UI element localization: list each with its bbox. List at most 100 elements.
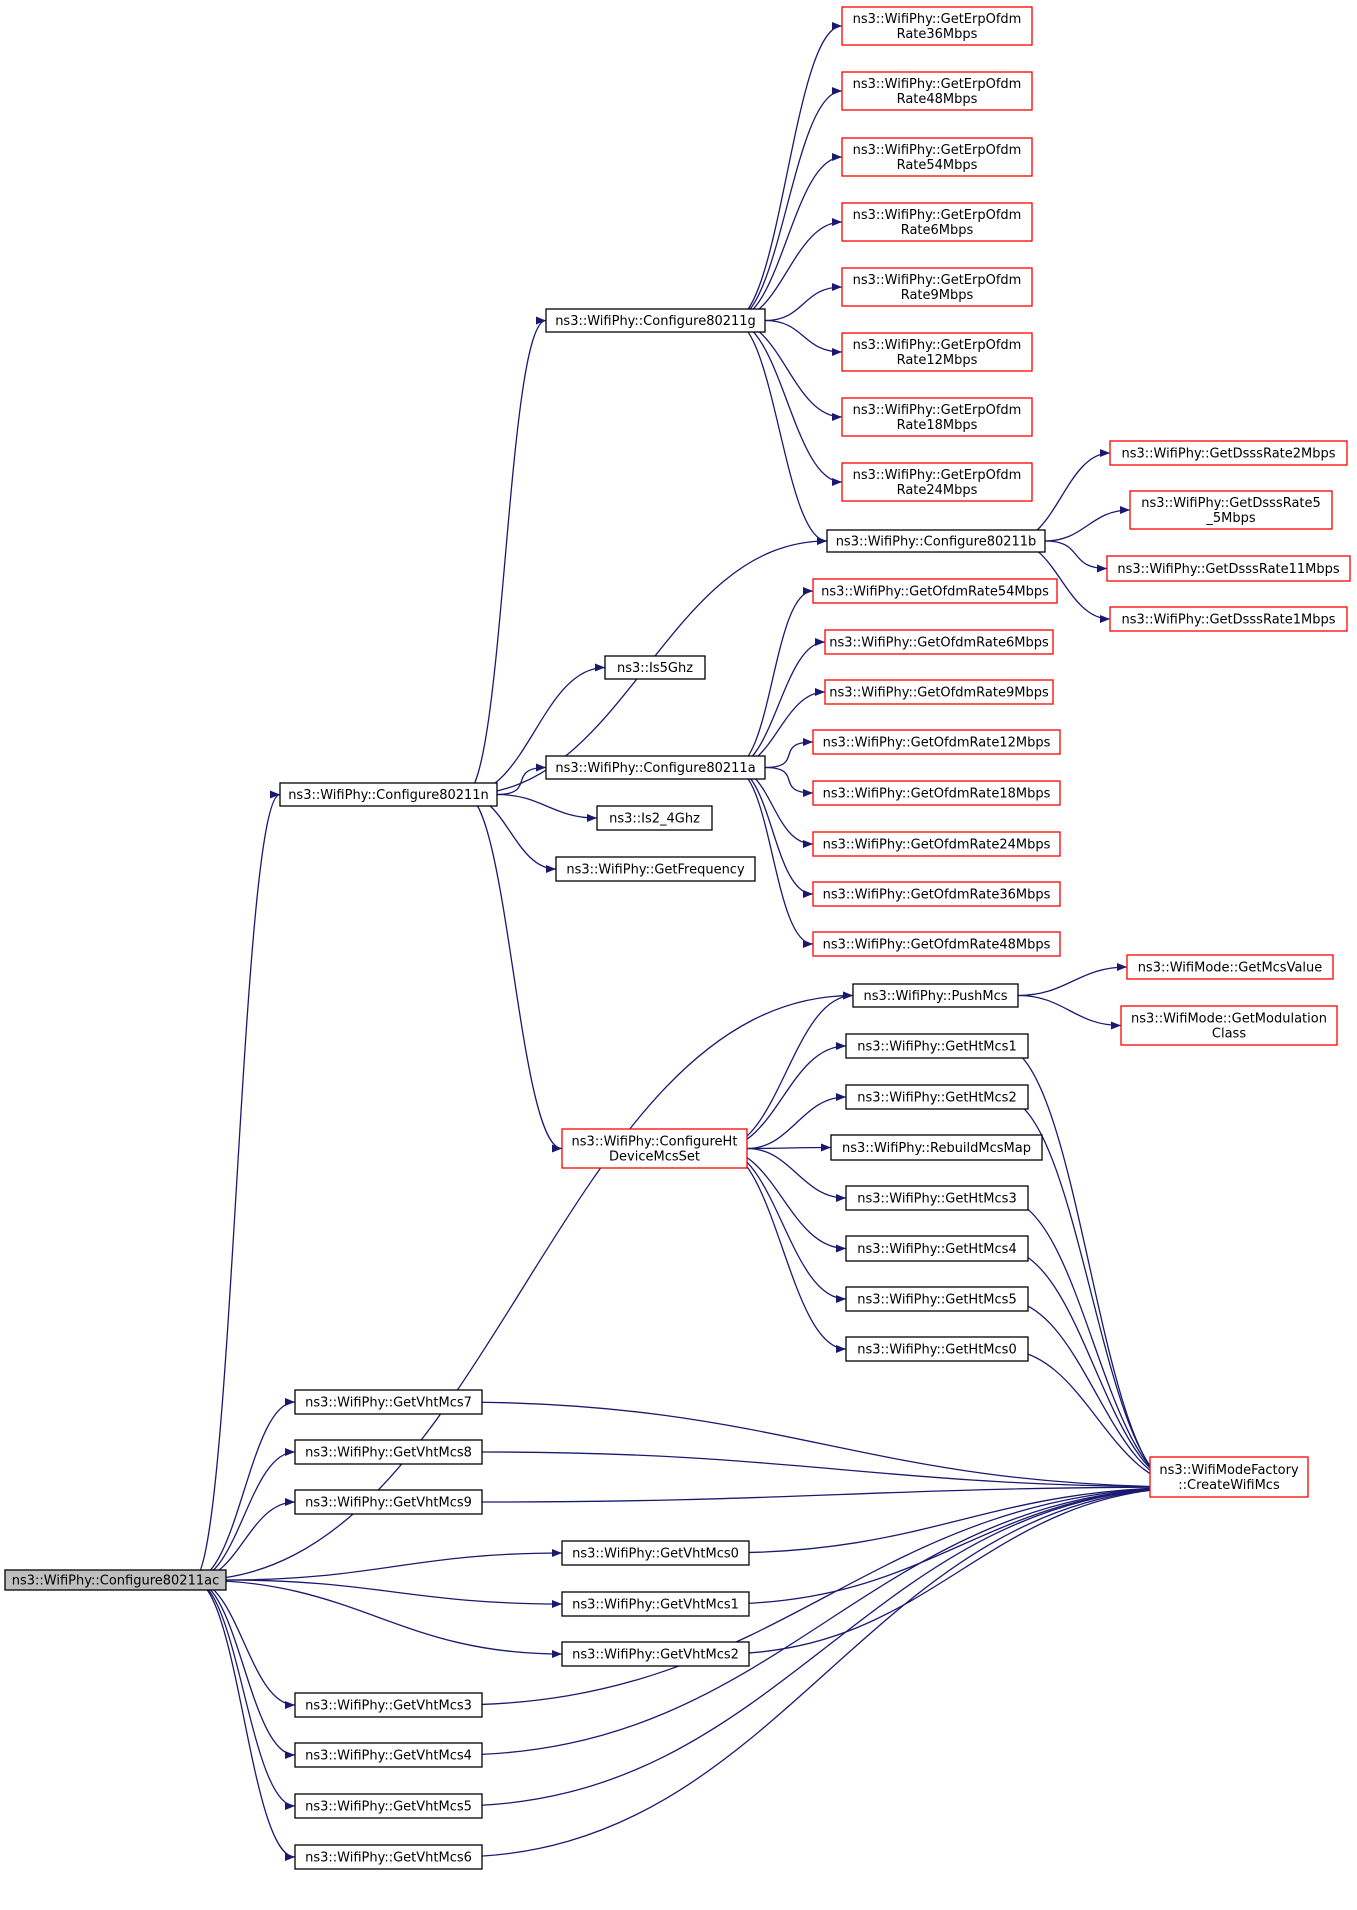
node-box [830, 1134, 1043, 1161]
node-root[interactable]: ns3::WifiPhy::Configure80211ac [4, 1569, 227, 1591]
node-box [294, 1389, 483, 1415]
node-box [845, 1084, 1029, 1110]
node-ht3[interactable]: ns3::WifiPhy::GetHtMcs3 [845, 1185, 1029, 1211]
node-ofdm18[interactable]: ns3::WifiPhy::GetOfdmRate18Mbps [812, 780, 1061, 806]
node-pushmcs[interactable]: ns3::WifiPhy::PushMcs [852, 983, 1019, 1008]
node-vht6[interactable]: ns3::WifiPhy::GetVhtMcs6 [294, 1844, 483, 1870]
edge-vht1-to-factory [720, 1483, 1201, 1605]
node-ofdm48[interactable]: ns3::WifiPhy::GetOfdmRate48Mbps [812, 931, 1061, 957]
node-label: ns3::WifiPhy::Configure80211g [555, 314, 756, 329]
node-box [294, 1844, 483, 1870]
node-label: ns3::WifiPhy::GetHtMcs2 [857, 1091, 1016, 1106]
edge-c80211a-to-ofdm12 [764, 738, 814, 769]
node-is24[interactable]: ns3::Is2_4Ghz [596, 805, 713, 831]
node-vht0[interactable]: ns3::WifiPhy::GetVhtMcs0 [561, 1540, 750, 1566]
node-vht4[interactable]: ns3::WifiPhy::GetVhtMcs4 [294, 1742, 483, 1768]
node-label: ns3::WifiPhy::GetOfdmRate54Mbps [821, 585, 1049, 600]
node-label: ns3::WifiPhy::GetDsssRate1Mbps [1121, 613, 1335, 628]
node-label: ns3::WifiPhy::GetOfdmRate18Mbps [823, 787, 1051, 802]
node-getfreq[interactable]: ns3::WifiPhy::GetFrequency [555, 856, 756, 882]
node-box [294, 1692, 483, 1718]
node-vht2[interactable]: ns3::WifiPhy::GetVhtMcs2 [561, 1641, 750, 1667]
node-label: ns3::WifiPhy::GetDsssRate11Mbps [1117, 562, 1340, 577]
node-label: ns3::WifiModeFactory [1159, 1463, 1299, 1478]
node-ofdm6[interactable]: ns3::WifiPhy::GetOfdmRate6Mbps [824, 629, 1054, 655]
node-vht9[interactable]: ns3::WifiPhy::GetVhtMcs9 [294, 1489, 483, 1515]
node-label: _5Mbps [1205, 511, 1255, 526]
node-dsss1[interactable]: ns3::WifiPhy::GetDsssRate1Mbps [1109, 606, 1348, 632]
node-c80211b[interactable]: ns3::WifiPhy::Configure80211b [826, 529, 1046, 553]
edge-vht4-to-factory [453, 1483, 1201, 1756]
edge-root-to-vht6 [192, 1579, 296, 1861]
node-label: ns3::WifiPhy::Configure80211a [555, 761, 755, 776]
node-ht1[interactable]: ns3::WifiPhy::GetHtMcs1 [845, 1033, 1029, 1059]
node-vht7[interactable]: ns3::WifiPhy::GetVhtMcs7 [294, 1389, 483, 1415]
edge-root-to-vht9 [192, 1498, 296, 1581]
node-getmcsval[interactable]: ns3::WifiMode::GetMcsValue [1126, 954, 1334, 980]
node-box [841, 332, 1033, 372]
edge-root-to-pushmcs [192, 991, 854, 1581]
node-ht5[interactable]: ns3::WifiPhy::GetHtMcs5 [845, 1286, 1029, 1312]
node-ofdm24[interactable]: ns3::WifiPhy::GetOfdmRate24Mbps [812, 831, 1061, 857]
node-box [1109, 440, 1348, 466]
node-label: ns3::WifiPhy::GetOfdmRate36Mbps [823, 888, 1051, 903]
node-dsss2[interactable]: ns3::WifiPhy::GetDsssRate2Mbps [1109, 440, 1348, 466]
node-label: ns3::WifiPhy::Configure80211n [288, 788, 489, 803]
edge-c80211g-to-erp9 [764, 283, 843, 322]
node-ofdm9[interactable]: ns3::WifiPhy::GetOfdmRate9Mbps [824, 679, 1054, 705]
node-box [294, 1793, 483, 1819]
node-vht1[interactable]: ns3::WifiPhy::GetVhtMcs1 [561, 1591, 750, 1617]
node-ht2[interactable]: ns3::WifiPhy::GetHtMcs2 [845, 1084, 1029, 1110]
node-label: Rate12Mbps [897, 353, 978, 368]
node-label: ns3::WifiPhy::GetErpOfdm [853, 273, 1022, 288]
node-ofdm12[interactable]: ns3::WifiPhy::GetOfdmRate12Mbps [812, 729, 1061, 755]
node-label: ns3::WifiPhy::GetVhtMcs5 [305, 1800, 472, 1815]
node-c80211a[interactable]: ns3::WifiPhy::Configure80211a [545, 755, 766, 780]
node-factory[interactable]: ns3::WifiModeFactory::CreateWifiMcs [1149, 1456, 1309, 1498]
node-ofdm54[interactable]: ns3::WifiPhy::GetOfdmRate54Mbps [812, 578, 1058, 604]
edge-c80211n-to-is24 [496, 793, 598, 822]
node-ht0[interactable]: ns3::WifiPhy::GetHtMcs0 [845, 1336, 1029, 1362]
node-label: ns3::WifiMode::GetModulation [1131, 1012, 1327, 1027]
node-box [841, 397, 1033, 437]
node-label: ns3::WifiPhy::GetOfdmRate24Mbps [823, 838, 1051, 853]
node-box [1126, 954, 1334, 980]
node-label: ns3::WifiPhy::GetVhtMcs8 [305, 1446, 472, 1461]
node-label: ns3::WifiPhy::GetErpOfdm [853, 12, 1022, 27]
node-vht5[interactable]: ns3::WifiPhy::GetVhtMcs5 [294, 1793, 483, 1819]
node-label: ns3::WifiPhy::GetErpOfdm [853, 77, 1022, 92]
node-label: Rate18Mbps [897, 418, 978, 433]
node-c80211n[interactable]: ns3::WifiPhy::Configure80211n [279, 782, 498, 807]
node-c80211g[interactable]: ns3::WifiPhy::Configure80211g [545, 308, 766, 333]
node-box [841, 137, 1033, 177]
node-vht3[interactable]: ns3::WifiPhy::GetVhtMcs3 [294, 1692, 483, 1718]
node-label: ns3::WifiPhy::GetHtMcs0 [857, 1343, 1016, 1358]
node-label: ns3::WifiPhy::GetOfdmRate12Mbps [823, 736, 1051, 751]
node-ht4[interactable]: ns3::WifiPhy::GetHtMcs4 [845, 1235, 1029, 1262]
node-label: ::CreateWifiMcs [1178, 1478, 1280, 1493]
node-rebuild[interactable]: ns3::WifiPhy::RebuildMcsMap [830, 1134, 1043, 1161]
node-ofdm36[interactable]: ns3::WifiPhy::GetOfdmRate36Mbps [812, 881, 1061, 907]
node-label: ns3::WifiPhy::GetHtMcs1 [857, 1040, 1016, 1055]
node-dsss11[interactable]: ns3::WifiPhy::GetDsssRate11Mbps [1106, 555, 1351, 582]
node-vht8[interactable]: ns3::WifiPhy::GetVhtMcs8 [294, 1439, 483, 1465]
node-label: ns3::WifiPhy::Configure80211b [836, 535, 1037, 550]
node-box [845, 1336, 1029, 1362]
edge-c80211n-to-c80211g [464, 316, 547, 796]
node-is5[interactable]: ns3::Is5Ghz [604, 655, 706, 680]
node-box [812, 780, 1061, 806]
node-label: Class [1212, 1027, 1246, 1042]
node-dsss55[interactable]: ns3::WifiPhy::GetDsssRate5_5Mbps [1129, 490, 1333, 530]
edge-c80211b-to-dsss11 [1044, 540, 1108, 573]
